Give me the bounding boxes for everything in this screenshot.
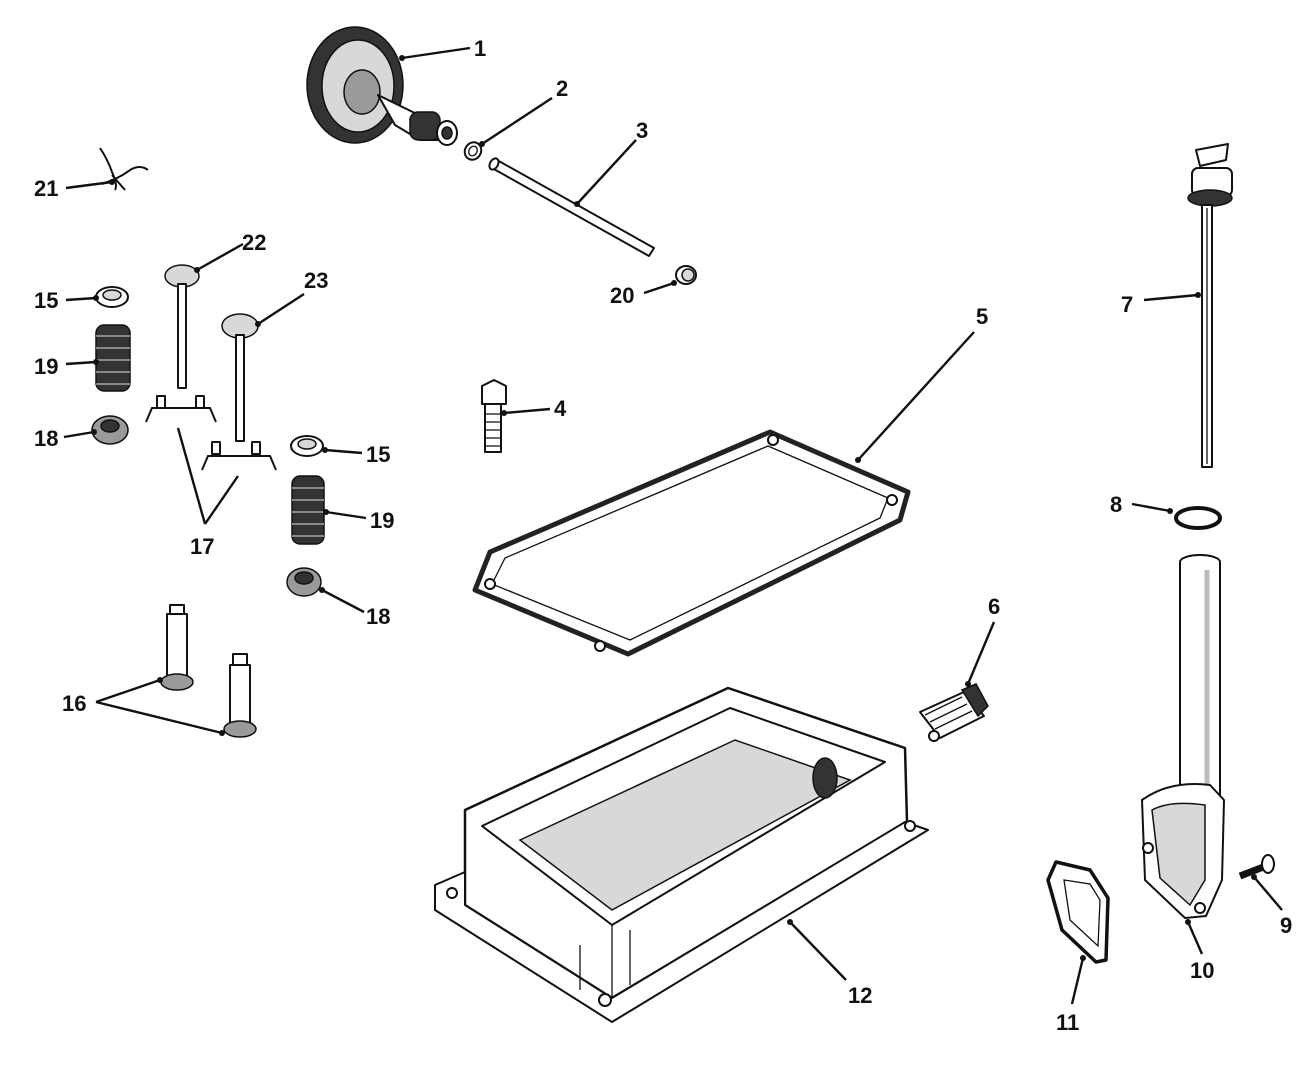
label-20: 20 <box>610 283 634 308</box>
label-15-left: 15 <box>34 288 58 313</box>
washer <box>463 141 483 161</box>
spring-retainer-lower <box>290 435 324 457</box>
valve-spring-left <box>95 324 131 392</box>
label-16: 16 <box>62 691 86 716</box>
label-11: 11 <box>1056 1010 1079 1035</box>
leader-lines <box>63 46 1283 1005</box>
screw <box>1238 854 1275 880</box>
label-17: 17 <box>190 534 214 559</box>
tube-gasket <box>1046 860 1110 964</box>
label-19-right: 19 <box>370 508 394 533</box>
label-8: 8 <box>1110 492 1122 517</box>
label-3: 3 <box>636 118 648 143</box>
spring-retainer-upper <box>95 286 129 308</box>
label-23: 23 <box>304 268 328 293</box>
label-18-right: 18 <box>366 604 390 629</box>
oil-pan-gasket <box>472 429 911 657</box>
oil-pan <box>434 686 929 1023</box>
label-1: 1 <box>474 36 486 61</box>
label-5: 5 <box>976 304 988 329</box>
label-10: 10 <box>1190 958 1214 983</box>
intake-valve <box>164 264 200 389</box>
label-15-right: 15 <box>366 442 390 467</box>
tappet-right <box>223 653 257 738</box>
camshaft-pin <box>488 157 655 257</box>
label-9: 9 <box>1280 913 1292 938</box>
valve-spring-right <box>291 475 325 545</box>
label-6: 6 <box>988 594 1000 619</box>
o-ring <box>1174 506 1222 530</box>
label-4: 4 <box>554 396 567 421</box>
valve-keepers <box>145 395 277 471</box>
label-22: 22 <box>242 230 266 255</box>
callout-labels: 1 2 3 4 5 6 7 8 9 10 11 12 15 15 16 17 1… <box>34 36 1292 1035</box>
exhaust-valve <box>221 313 259 442</box>
camshaft-gear <box>306 26 458 146</box>
drain-plug <box>919 683 989 742</box>
valve-seat-left <box>91 415 129 445</box>
tappet-left <box>160 604 194 691</box>
label-7: 7 <box>1121 292 1133 317</box>
label-2: 2 <box>556 76 568 101</box>
dipstick <box>1187 143 1233 468</box>
valve-seat-right <box>286 567 322 597</box>
label-12: 12 <box>848 983 872 1008</box>
label-21: 21 <box>34 176 58 201</box>
label-19-left: 19 <box>34 354 58 379</box>
dipstick-tube <box>1141 554 1225 919</box>
label-18-left: 18 <box>34 426 58 451</box>
bolt <box>481 379 507 453</box>
